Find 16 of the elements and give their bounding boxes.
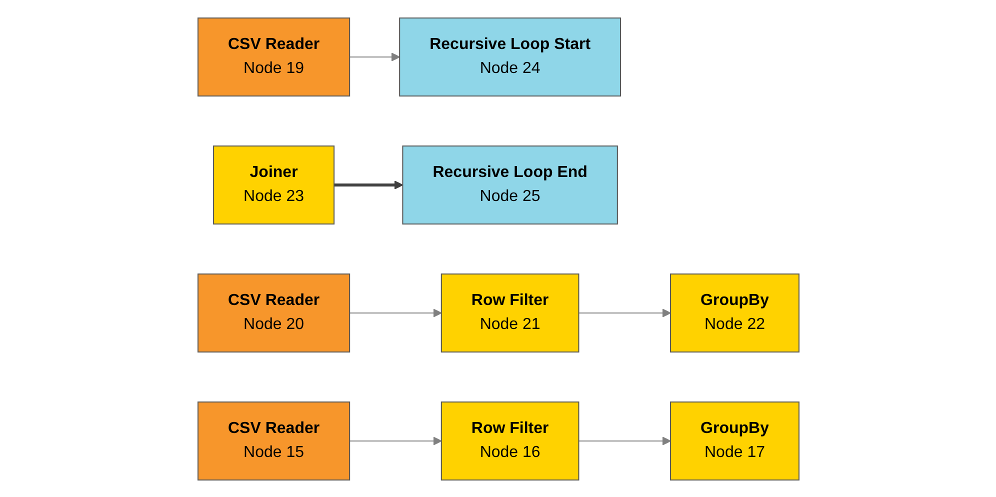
arrow [348, 52, 400, 61]
node-box: Joiner Node 23 [212, 145, 334, 224]
node-box: GroupBy Node 22 [670, 273, 799, 352]
node-box: CSV Reader Node 15 [197, 401, 350, 480]
node-box: GroupBy Node 17 [670, 401, 799, 480]
node-box: Row Filter Node 21 [440, 273, 579, 352]
node-box: CSV Reader Node 19 [197, 17, 350, 96]
node-box: Recursive Loop End Node 25 [402, 145, 618, 224]
node-box: Recursive Loop Start Node 24 [398, 17, 621, 96]
node-box: Row Filter Node 16 [440, 401, 579, 480]
arrow [348, 308, 442, 317]
arrow [578, 308, 670, 317]
arrow [348, 436, 442, 445]
arrow [578, 436, 670, 445]
arrow [334, 180, 403, 189]
node-box: CSV Reader Node 20 [197, 273, 350, 352]
